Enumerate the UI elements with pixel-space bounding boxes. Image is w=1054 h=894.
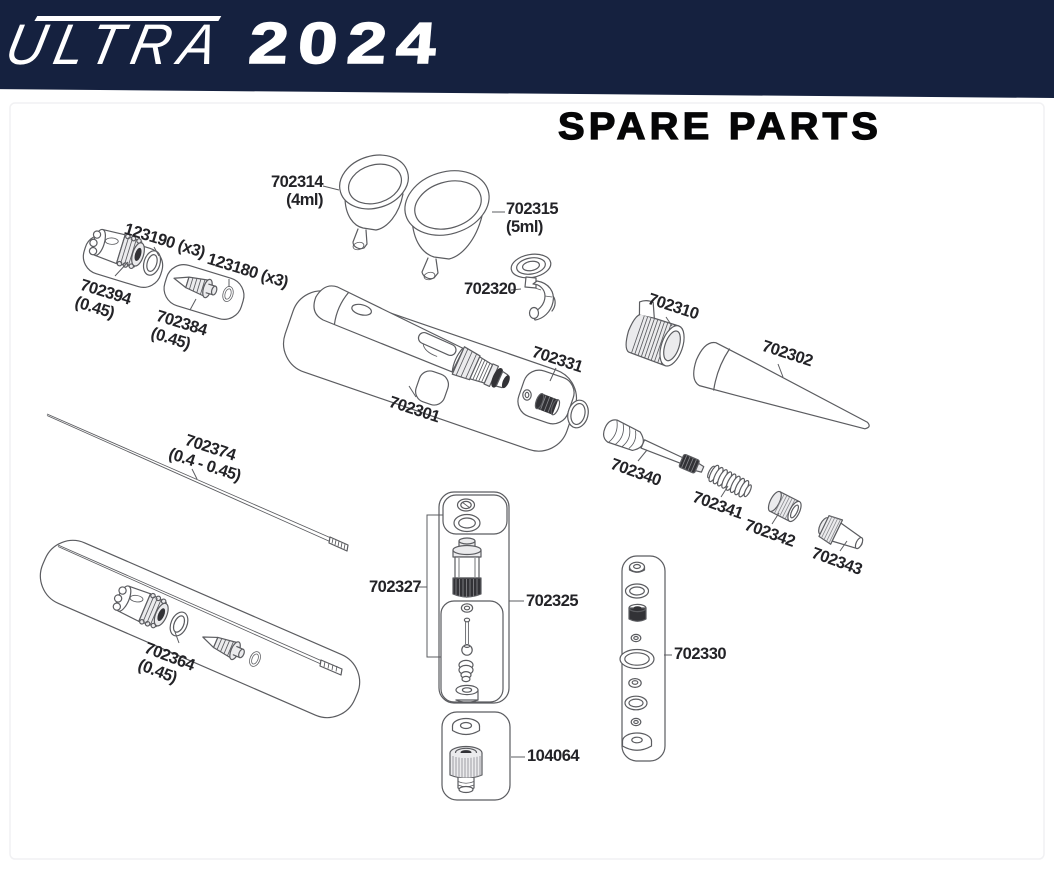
handle-drawing [693,341,870,430]
needle-chucking-guide-drawing [602,419,705,474]
funnel-4ml-drawing [339,154,409,251]
valve-set-drawing [517,369,589,429]
part-label-702325: 702325 [526,592,579,611]
nozzle-value-set-drawing [39,539,361,719]
part-size: (4ml) [286,190,323,209]
nozzle-cap-group-drawing [82,223,164,288]
part-size: (5ml) [506,217,543,236]
cup-holder-drawing [510,253,556,321]
part-number: 702314 [270,173,324,191]
air-valve-group-drawing [438,491,510,704]
part-number: 104064 [527,747,580,765]
spring-drawing [707,464,752,498]
part-label-702315: 702315 (5ml) [506,200,559,236]
seal-set-drawing [619,555,666,762]
part-number: 702320 [464,280,517,298]
needle-drawing [46,413,349,552]
chuck-nut-drawing [767,490,802,523]
nozzle-group-drawing [163,264,245,320]
page-title: SPARE PARTS [557,105,883,148]
part-label-104064: 104064 [527,747,580,766]
funnel-5ml-drawing [404,170,490,281]
part-label-702330: 702330 [674,645,727,664]
part-number: 702330 [674,645,727,663]
content-frame [9,102,1045,860]
handle-cap-drawing [625,300,685,367]
part-number: 702325 [526,592,579,610]
hose-connector-group-drawing [441,711,511,801]
leader-lines [114,185,848,758]
part-label-702320: 702320 [464,280,517,299]
part-number: 702315 [506,200,559,218]
needle-end-cap-drawing [818,515,864,550]
part-label-702327: 702327 [369,578,422,597]
part-number: 702327 [369,578,422,596]
part-label-702314: 702314 (4ml) [259,173,324,209]
